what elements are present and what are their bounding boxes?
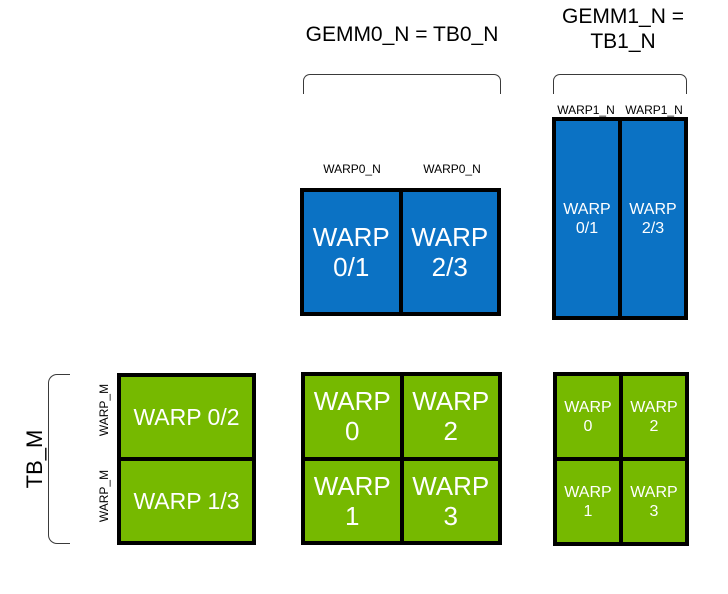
label-warp-m-top: WARP_M — [97, 383, 111, 437]
bracket-gemm1-n — [553, 74, 687, 94]
warp-tile[interactable]: WARP 0/1 — [556, 121, 618, 316]
label-tb-m: TB_M — [22, 429, 47, 489]
label-warp-m-bottom: WARP_M — [97, 469, 111, 523]
bracket-tb-m — [48, 374, 70, 544]
gemm1-warp-tiles: WARP 0/1 WARP 2/3 — [552, 117, 688, 320]
warp-tile[interactable]: WARP 0 — [305, 376, 400, 457]
bracket-gemm0-n — [303, 74, 501, 94]
warp-tile[interactable]: WARP 2/3 — [402, 192, 497, 312]
warp-tile[interactable]: WARP 0/1 — [304, 192, 399, 312]
warp-tile[interactable]: WARP 3 — [623, 461, 685, 542]
label-warp1-n-left: WARP1_N — [557, 103, 615, 117]
warp-tile[interactable]: WARP 2 — [623, 376, 685, 457]
tb-m-warp-rows: WARP 0/2 WARP 1/3 — [117, 373, 256, 545]
label-warp0-n-right: WARP0_N — [423, 162, 481, 176]
warp-tile[interactable]: WARP 0/2 — [121, 377, 252, 457]
label-warp1-n-right: WARP1_N — [625, 103, 683, 117]
warp-tile[interactable]: WARP 0 — [557, 376, 619, 457]
label-warp0-n-left: WARP0_N — [323, 162, 381, 176]
gemm0-warp-tiles: WARP 0/1 WARP 2/3 — [300, 188, 501, 316]
warp-tile[interactable]: WARP 1 — [305, 460, 400, 541]
warp-tile[interactable]: WARP 2 — [403, 376, 498, 457]
caption-gemm0-n: GEMM0_N = TB0_N — [305, 23, 499, 46]
warp-tile[interactable]: WARP 3 — [403, 460, 498, 541]
gemm1-warp-grid: WARP 0 WARP 2 WARP 1 WARP 3 — [553, 372, 689, 546]
warp-tile[interactable]: WARP 1/3 — [121, 461, 252, 541]
caption-gemm1-n: GEMM1_N = TB1_N — [562, 5, 684, 53]
warp-tile[interactable]: WARP 2/3 — [622, 121, 684, 316]
gemm0-warp-grid: WARP 0 WARP 2 WARP 1 WARP 3 — [301, 372, 502, 545]
warp-tile[interactable]: WARP 1 — [557, 461, 619, 542]
